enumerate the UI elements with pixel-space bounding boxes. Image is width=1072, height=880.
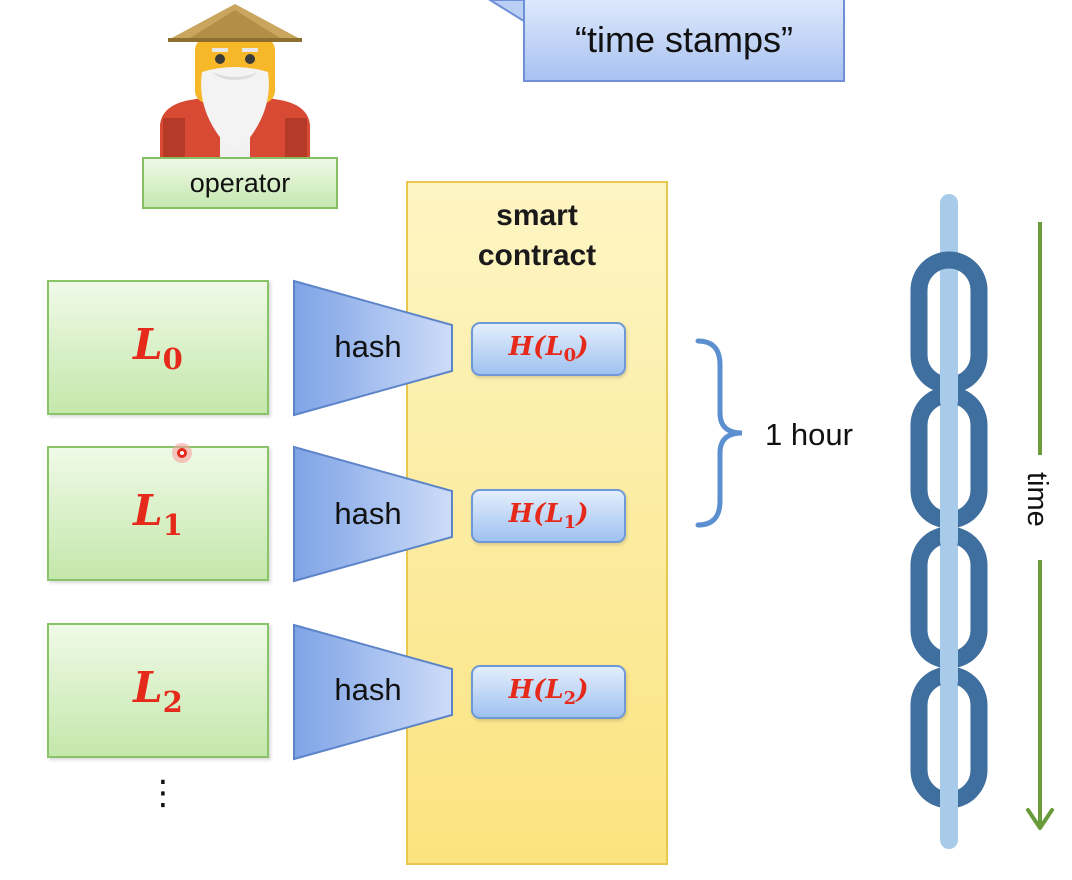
hash-label-1: hash: [334, 496, 402, 531]
hash-label-0: hash: [334, 329, 402, 364]
pointer-dot-icon: [172, 443, 192, 463]
callout-text: “time stamps”: [574, 19, 794, 60]
hash-funnels: [293, 279, 453, 761]
hash-funnel-0: [293, 279, 453, 417]
operator-label: operator: [142, 157, 338, 209]
operator-avatar-icon: [160, 4, 310, 157]
ledger-box-2: L2: [47, 623, 269, 758]
time-stamps-callout: “time stamps”: [523, 0, 845, 82]
ledger-box-0: L0: [47, 280, 269, 415]
hash-value-1: H(L1): [471, 489, 626, 543]
ledger-symbol-2: L2: [133, 662, 183, 719]
time-arrow-icon: [1026, 222, 1054, 830]
continuation-ellipsis: ⋮: [146, 774, 180, 812]
hash-funnel-1: [293, 445, 453, 583]
smart-contract-title: smart contract: [406, 196, 668, 276]
hash-value-2: H(L2): [471, 665, 626, 719]
contract-title-line1: smart: [496, 199, 578, 232]
ledger-box-1: L1: [47, 446, 269, 581]
hash-value-0: H(L0): [471, 322, 626, 376]
contract-title-line2: contract: [477, 239, 597, 272]
ledger-symbol-1: L1: [133, 485, 183, 542]
interval-brace: [695, 338, 743, 528]
operator-label-text: operator: [189, 167, 291, 198]
chain-icon: [910, 194, 988, 849]
time-label: time: [1021, 472, 1053, 527]
ledger-symbol-0: L0: [133, 319, 183, 376]
interval-label: 1 hour: [765, 417, 853, 452]
hash-funnel-2: [293, 623, 453, 761]
hash-label-2: hash: [334, 672, 402, 707]
